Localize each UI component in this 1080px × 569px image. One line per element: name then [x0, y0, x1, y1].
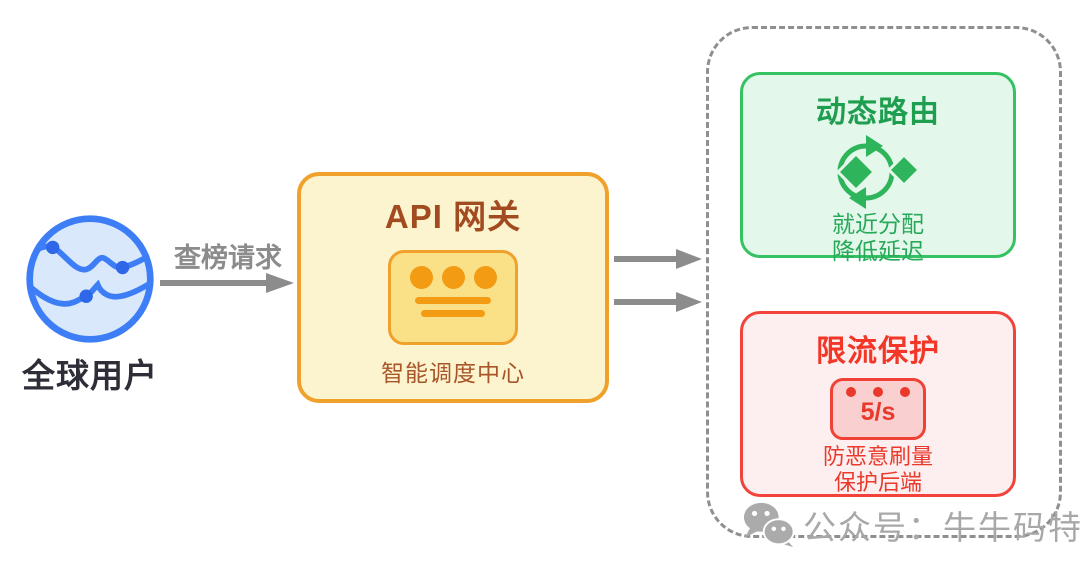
backend-cluster-container — [706, 26, 1062, 538]
dynamic-routing-desc-line2: 降低延迟 — [832, 238, 924, 264]
rate-limit-icon: 5/s — [830, 378, 926, 440]
scheduler-panel-icon — [388, 250, 518, 345]
dynamic-routing-title: 动态路由 — [816, 96, 940, 129]
watermark: 公众号：牛牛码特 — [742, 500, 1080, 550]
wechat-icon — [743, 502, 795, 548]
scheduler-dot-icon — [473, 266, 497, 289]
api-gateway-title: API 网关 — [384, 198, 522, 235]
request-arrow-icon — [160, 273, 294, 293]
scheduler-bar-icon — [415, 297, 491, 304]
globe-network-icon — [26, 215, 154, 343]
rate-limit-node: 限流保护 5/s 防恶意刷量 保护后端 — [740, 311, 1016, 497]
rate-limit-dot-icon — [873, 387, 883, 397]
gateway-to-ratelimit-arrow-icon — [614, 292, 702, 312]
rate-limit-desc-line1: 防恶意刷量 — [822, 444, 933, 469]
sync-route-icon — [835, 135, 922, 209]
rate-limit-badge-value: 5/s — [860, 398, 896, 426]
scheduler-bar-icon — [421, 310, 485, 317]
api-gateway-subtitle: 智能调度中心 — [381, 360, 525, 386]
request-arrow-label: 查榜请求 — [174, 243, 282, 273]
gateway-to-routing-arrow-icon — [614, 249, 702, 269]
rate-limit-dot-icon — [900, 387, 910, 397]
rate-limit-icon-dots — [833, 387, 923, 397]
scheduler-dot-icon — [441, 266, 465, 289]
scheduler-icon-dots — [391, 266, 515, 289]
rate-limit-dot-icon — [846, 387, 856, 397]
global-users-node — [23, 212, 157, 346]
rate-limit-desc-line2: 保护后端 — [833, 470, 922, 495]
global-users-label: 全球用户 — [22, 357, 158, 394]
dynamic-routing-desc-line1: 就近分配 — [832, 211, 924, 237]
rate-limit-title: 限流保护 — [816, 335, 940, 368]
watermark-text: 公众号：牛牛码特 — [803, 509, 1080, 546]
api-gateway-node: API 网关 智能调度中心 — [297, 172, 609, 403]
scheduler-dot-icon — [409, 266, 433, 289]
dynamic-routing-node: 动态路由 就近分配 降低延迟 — [740, 72, 1016, 264]
